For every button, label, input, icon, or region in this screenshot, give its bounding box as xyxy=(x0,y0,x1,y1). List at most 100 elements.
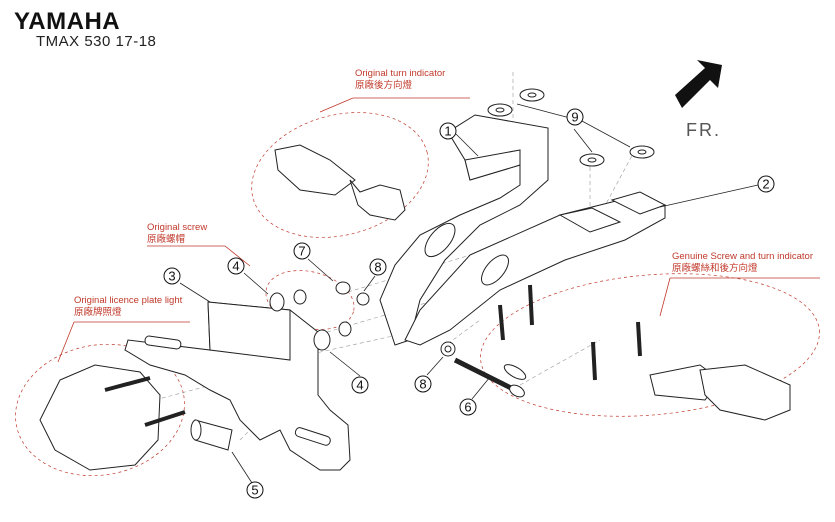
model-subtitle: TMAX 530 17-18 xyxy=(36,33,157,50)
callout-badge-8 xyxy=(369,258,387,276)
callout-badge-4b xyxy=(351,376,369,394)
bracket-slot xyxy=(481,254,509,286)
washer-hole xyxy=(444,345,452,353)
callout-badge-2 xyxy=(757,175,775,193)
callout-number-4b: 4 xyxy=(356,378,363,393)
screw-leader xyxy=(147,245,251,267)
spacer-end xyxy=(190,419,202,441)
licence-light-leader xyxy=(57,321,75,363)
callout-badge-7 xyxy=(293,242,311,260)
callout-number-7: 7 xyxy=(298,244,305,259)
callout-leader-6 xyxy=(471,376,491,400)
screw-head xyxy=(503,364,527,380)
assembly-line xyxy=(229,329,421,373)
note-original-licence-plate-light: Original licence plate light 原廠牌照燈 xyxy=(74,295,182,319)
turn-indicator-leader xyxy=(319,97,354,113)
bracket-slot xyxy=(424,222,456,258)
callout-number-8b: 8 xyxy=(419,377,426,392)
bolt-part-6-head xyxy=(509,384,525,398)
arm-tab-top xyxy=(610,191,667,215)
note-genuine-en: Genuine Screw and turn indicator xyxy=(672,251,813,262)
callout-leader-1 xyxy=(455,133,479,157)
genuine-screw xyxy=(498,304,505,341)
turn-indicator-ellipse xyxy=(251,112,429,238)
note-screw-en: Original screw xyxy=(147,222,208,233)
callout-badge-3 xyxy=(163,267,181,285)
licence-light-ellipse xyxy=(15,343,185,477)
spacer-part-4 xyxy=(269,292,285,312)
note-original-turn-indicator: Original turn indicator 原廠後方向燈 xyxy=(355,68,445,92)
note-licence-light-zh: 原廠牌照燈 xyxy=(74,307,122,318)
genuine-ellipse xyxy=(480,273,820,417)
callout-number-8: 8 xyxy=(374,260,381,275)
washer-hole xyxy=(527,92,537,98)
licence-plate-holder-part-3 xyxy=(124,301,351,471)
callout-badge-8b xyxy=(414,375,432,393)
genuine-screw xyxy=(636,321,642,357)
main-bracket-part-1 xyxy=(379,114,549,346)
callout-leader-5 xyxy=(231,451,253,484)
spacer-part-4 xyxy=(293,289,307,305)
side-arm-part-2 xyxy=(404,199,666,346)
callout-leader-9 xyxy=(573,128,593,153)
callout-leader-2 xyxy=(659,184,759,208)
callout-leader-9 xyxy=(581,120,631,148)
callout-leader-8b xyxy=(426,356,444,376)
spacer-part-4 xyxy=(338,321,352,337)
callout-leader-4 xyxy=(243,272,269,295)
genuine-screw xyxy=(528,284,534,326)
washer-part-8 xyxy=(356,292,370,306)
licence-plate-light-lens xyxy=(39,364,161,471)
spacer-part-4 xyxy=(313,329,331,351)
screw-ellipse xyxy=(265,270,355,330)
genuine-screw xyxy=(591,341,597,381)
callout-number-4: 4 xyxy=(232,259,239,274)
callout-number-1: 1 xyxy=(444,124,451,139)
genuine-leader xyxy=(659,277,671,317)
turn-indicator-body-right xyxy=(699,364,791,421)
front-arrow-icon xyxy=(675,60,722,108)
callout-badge-5 xyxy=(246,481,264,499)
callout-badge-4 xyxy=(227,257,245,275)
callout-leader-9 xyxy=(516,103,571,119)
callout-number-5: 5 xyxy=(251,483,258,498)
callout-leader-7 xyxy=(307,258,334,282)
callout-number-2: 2 xyxy=(762,177,769,192)
callout-number-9: 9 xyxy=(571,110,578,125)
turn-indicator-body-left xyxy=(274,144,356,196)
main-bracket-face xyxy=(464,149,521,181)
note-original-screw: Original screw 原廠螺帽 xyxy=(147,222,207,246)
callout-badge-6 xyxy=(459,398,477,416)
front-direction-label: FR. xyxy=(686,120,721,140)
arm-tab-top xyxy=(558,207,622,233)
light-stud xyxy=(104,376,151,392)
callout-badge-9 xyxy=(566,108,584,126)
note-licence-light-en: Original licence plate light xyxy=(74,295,183,306)
callout-leader-8 xyxy=(363,275,376,292)
washer-hole xyxy=(587,157,597,163)
light-stud xyxy=(144,410,186,427)
note-turn-indicator-en: Original turn indicator xyxy=(355,68,446,79)
brand-title: YAMAHA xyxy=(14,8,121,35)
assembly-line xyxy=(599,149,636,216)
assembly-line xyxy=(519,339,601,386)
note-genuine-screw-and-turn-indicator: Genuine Screw and turn indicator 原廠螺絲和後方… xyxy=(672,251,813,275)
note-genuine-zh: 原廠螺絲和後方向燈 xyxy=(672,263,758,274)
licence-plate-face xyxy=(207,301,291,361)
note-screw-zh: 原廠螺帽 xyxy=(147,234,186,245)
holder-slot xyxy=(144,335,182,350)
holder-slot xyxy=(294,427,331,446)
callout-leader-3 xyxy=(179,282,211,303)
callout-leader-4b xyxy=(329,351,361,377)
turn-indicator-base-left xyxy=(349,179,406,221)
callout-number-6: 6 xyxy=(464,400,471,415)
note-turn-indicator-zh: 原廠後方向燈 xyxy=(355,80,413,91)
washer-hole xyxy=(637,149,647,155)
callout-number-3: 3 xyxy=(168,269,175,284)
bolt-part-6-shaft xyxy=(453,357,517,393)
callout-badge-1 xyxy=(439,122,457,140)
washer-hole xyxy=(495,107,505,113)
nut-part-7 xyxy=(335,281,351,295)
